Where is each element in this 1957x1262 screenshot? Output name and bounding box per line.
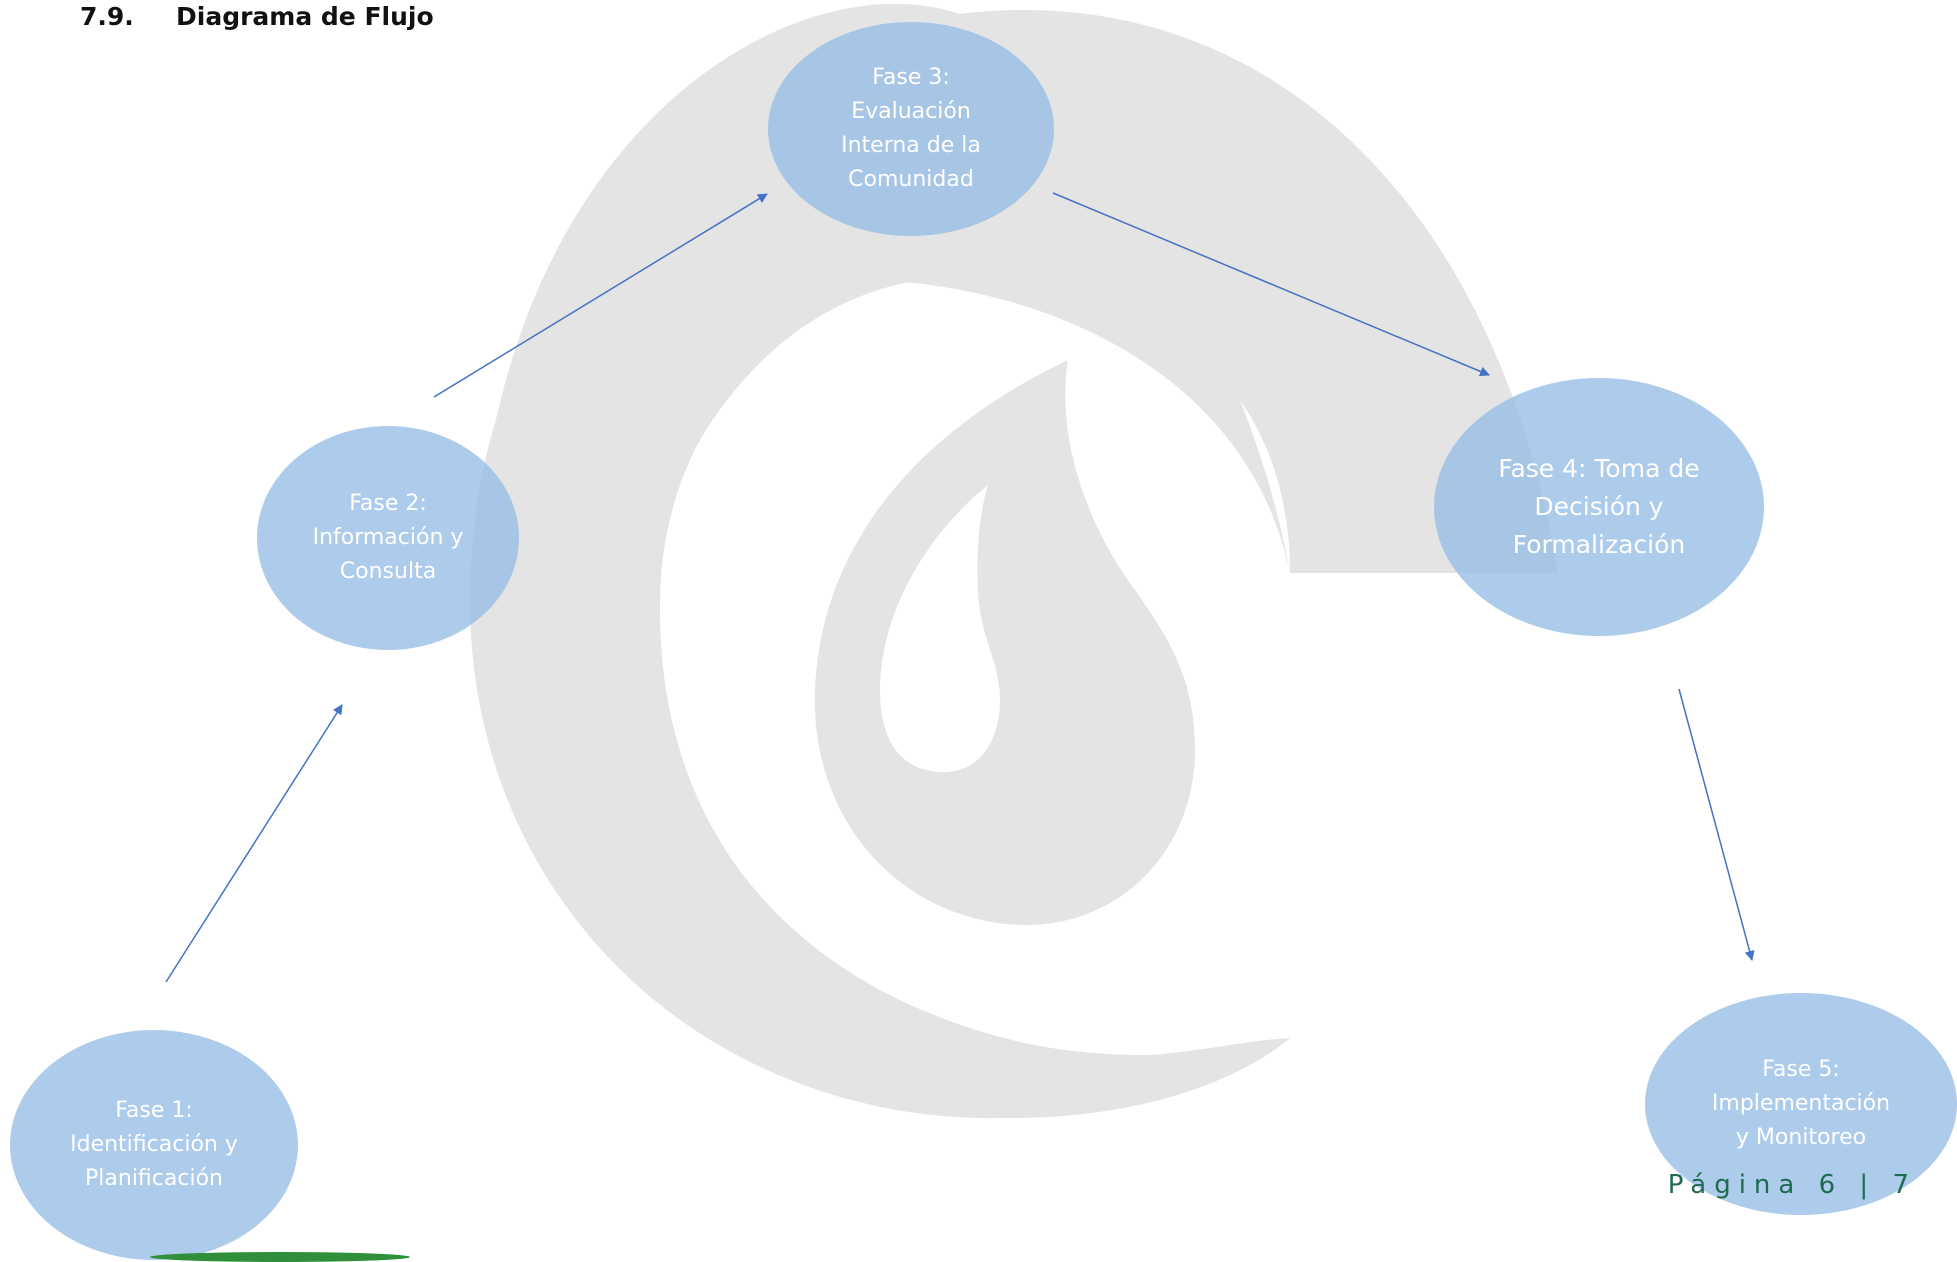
section-number: 7.9. bbox=[80, 2, 134, 31]
watermark-drop-hole bbox=[880, 485, 1000, 773]
page-number: Página 6 | 7 bbox=[1667, 1170, 1917, 1200]
node-fase-2: Fase 2: Información y Consulta bbox=[257, 426, 519, 650]
watermark-inner-drop bbox=[814, 360, 1195, 926]
node-fase-2-label: Fase 2: Información y Consulta bbox=[312, 491, 464, 584]
node-fase-3-label: Fase 3: Evaluación Interna de la Comunid… bbox=[841, 65, 981, 192]
node-fase-4-label: Fase 4: Toma de Decisión y Formalización bbox=[1498, 454, 1700, 559]
arrow-fase1-to-fase2 bbox=[165, 704, 343, 983]
section-title: Diagrama de Flujo bbox=[176, 2, 434, 31]
node-fase-5: Fase 5: Implementación y Monitoreo bbox=[1645, 993, 1957, 1215]
node-fase-1-label: Fase 1: Identificación y Planificación bbox=[70, 1098, 238, 1191]
arrow-fase3-to-fase4 bbox=[1052, 192, 1490, 377]
node-fase-3: Fase 3: Evaluación Interna de la Comunid… bbox=[768, 22, 1054, 236]
node-fase-1: Fase 1: Identificación y Planificación bbox=[10, 1030, 298, 1260]
node-fase-5-label: Fase 5: Implementación y Monitoreo bbox=[1711, 1057, 1891, 1150]
node-fase-4: Fase 4: Toma de Decisión y Formalización bbox=[1434, 378, 1764, 636]
watermark-outer-swirl-main bbox=[470, 9, 1558, 1119]
section-heading: 7.9. Diagrama de Flujo bbox=[80, 2, 434, 31]
arrow-fase2-to-fase3 bbox=[433, 193, 768, 398]
arrow-fase4-to-fase5 bbox=[1678, 688, 1755, 961]
footer-decoration-bar bbox=[150, 1252, 410, 1262]
